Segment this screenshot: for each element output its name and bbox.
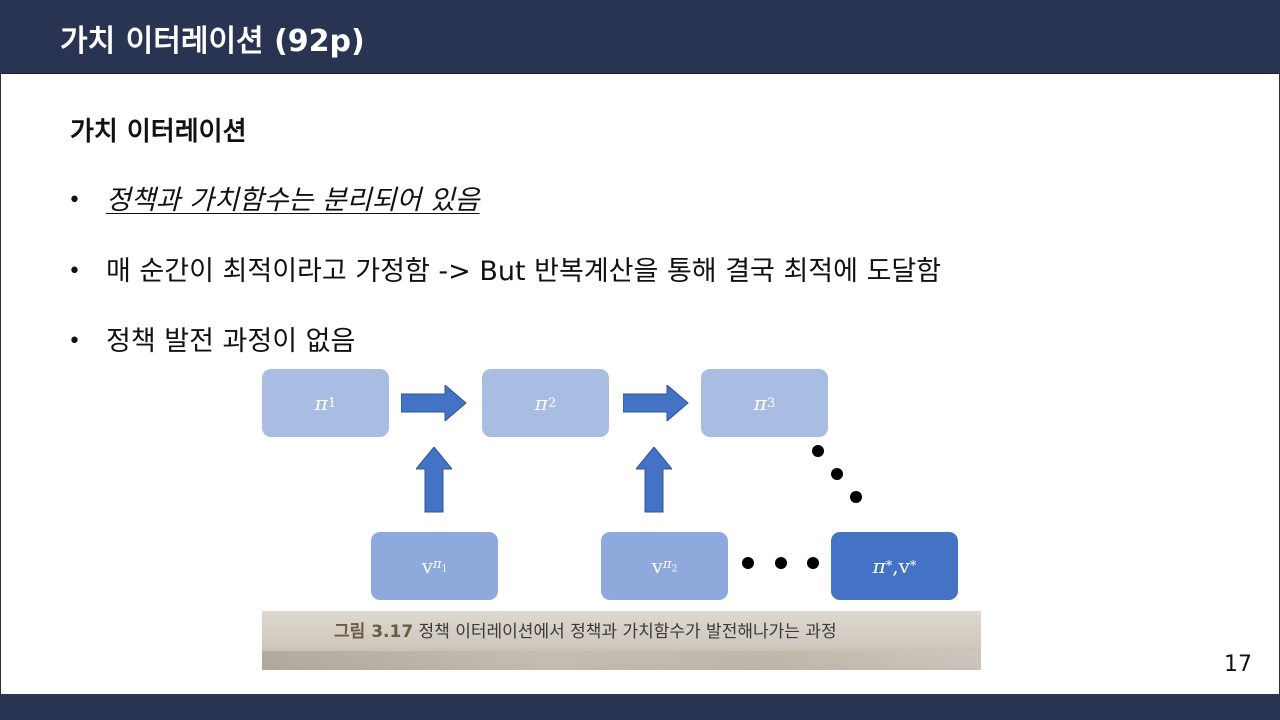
bullet-dot: • — [68, 259, 81, 284]
ellipsis-dot — [807, 557, 819, 569]
bullet-text: 매 순간이 최적이라고 가정함 -> But 반복계산을 통해 결국 최적에 도… — [106, 256, 942, 287]
figure-label: 그림 3.17 — [334, 622, 414, 642]
arrow-right-icon — [401, 385, 467, 421]
optimal-policy-subscript: * — [885, 558, 893, 574]
bullet-item: • 매 순간이 최적이라고 가정함 -> But 반복계산을 통해 결국 최적에 … — [68, 252, 941, 292]
optimal-value-subscript: * — [909, 558, 917, 574]
ellipsis-dot — [775, 557, 787, 569]
optimal-separator: , — [892, 554, 899, 578]
policy-symbol: π — [753, 391, 767, 415]
bullet-item: • 정책과 가치함수는 분리되어 있음 — [68, 181, 480, 221]
value-subscript-index: 1 — [441, 564, 448, 575]
figure-caption-text: 그림 3.17 정책 이터레이션에서 정책과 가치함수가 발전해나가는 과정 — [334, 617, 837, 642]
policy-symbol: π — [534, 391, 548, 415]
policy-symbol: π — [314, 391, 328, 415]
policy-subscript: 3 — [766, 395, 776, 411]
value-symbol: v — [421, 554, 434, 578]
bullet-text: 정책 발전 과정이 없음 — [106, 326, 356, 357]
ellipsis-dot — [850, 491, 862, 503]
policy-subscript: 1 — [327, 395, 337, 411]
bullet-text: 정책과 가치함수는 분리되어 있음 — [106, 185, 480, 216]
optimal-box: π*, v* — [831, 532, 958, 600]
slide-title: 가치 이터레이션 (92p) — [60, 24, 365, 59]
value-subscript-index: 2 — [671, 564, 678, 575]
slide-border-left — [0, 73, 1, 694]
arrow-up-icon — [416, 447, 452, 513]
optimal-value-symbol: v — [898, 554, 910, 578]
policy-subscript: 2 — [547, 395, 557, 411]
footer-bar — [0, 694, 1280, 720]
bullet-dot: • — [68, 188, 81, 213]
value-symbol: v — [651, 554, 664, 578]
ellipsis-dot — [742, 557, 754, 569]
figure-description: 정책 이터레이션에서 정책과 가치함수가 발전해나가는 과정 — [413, 622, 837, 642]
blurred-text-line — [262, 651, 981, 670]
bullet-item: • 정책 발전 과정이 없음 — [68, 322, 355, 362]
header-bar: 가치 이터레이션 (92p) — [0, 0, 1280, 74]
page-number: 17 — [1224, 652, 1252, 677]
ellipsis-dot — [812, 445, 824, 457]
bullet-dot: • — [68, 329, 81, 354]
ellipsis-dot — [831, 468, 843, 480]
value-subscript-symbol: π — [433, 557, 442, 573]
optimal-policy-symbol: π — [872, 554, 886, 578]
figure-caption-image: 그림 3.17 정책 이터레이션에서 정책과 가치함수가 발전해나가는 과정 — [262, 611, 981, 670]
section-heading: 가치 이터레이션 — [70, 117, 247, 147]
arrow-right-icon — [623, 385, 689, 421]
arrow-up-icon — [636, 447, 672, 513]
value-subscript-symbol: π — [663, 557, 672, 573]
